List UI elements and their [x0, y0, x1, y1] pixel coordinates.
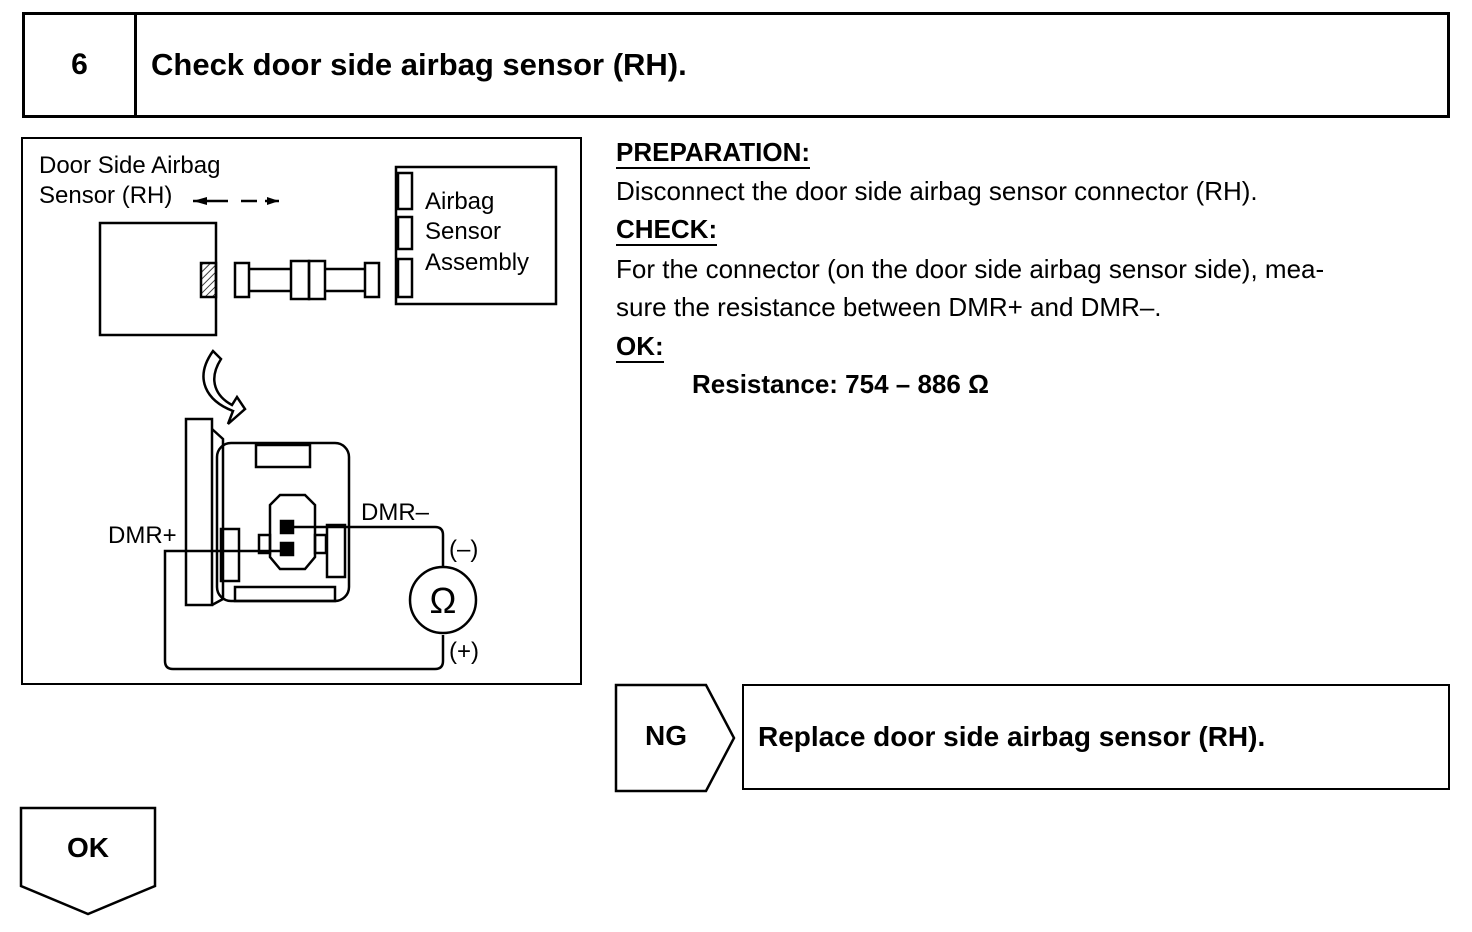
assembly-label-line2: Sensor: [425, 218, 501, 245]
ok-arrow-shape: [19, 806, 157, 916]
sensor-label-line1: Door Side Airbag: [39, 152, 220, 179]
resistance-spec: Resistance: 754 – 886 Ω: [692, 369, 989, 399]
preparation-heading: PREPARATION:: [616, 137, 811, 169]
preparation-text: Disconnect the door side airbag sensor c…: [616, 176, 1258, 206]
check-heading: CHECK:: [616, 214, 718, 246]
ohmmeter-circle: [408, 565, 478, 635]
sensor-connector-hatch: [199, 261, 218, 299]
plus-terminal-label: (+): [449, 638, 479, 665]
ng-label: NG: [645, 720, 687, 751]
wire-minus: [289, 525, 445, 567]
dmr-plus-label: DMR+: [108, 522, 177, 549]
diagram-drawing: Door Side Airbag Sensor (RH) Airbag Sens…: [39, 152, 558, 671]
connector-flange: [184, 417, 214, 607]
step-header: 6 Check door side airbag sensor (RH).: [22, 12, 1450, 118]
ok-label: OK: [67, 832, 109, 863]
ng-arrow-shape: [614, 683, 736, 793]
check-text-line2: sure the resistance between DMR+ and DMR…: [616, 292, 1162, 322]
assembly-label-line3: Assembly: [425, 249, 529, 276]
ng-action-box: Replace door side airbag sensor (RH).: [742, 684, 1450, 790]
assembly-label-line1: Airbag: [425, 188, 494, 215]
wire-plus: [163, 549, 445, 671]
terminal-housing: [268, 493, 317, 571]
connector-diagram: Door Side Airbag Sensor (RH) Airbag Sens…: [21, 137, 582, 685]
ok-heading: OK:: [616, 331, 664, 363]
airbag-sensor-assembly-box: [394, 165, 558, 306]
sensor-label-line2: Sensor (RH): [39, 182, 172, 209]
step-title: Check door side airbag sensor (RH).: [151, 47, 687, 82]
dmr-minus-label: DMR–: [361, 499, 430, 526]
ohm-icon: Ω: [430, 580, 457, 621]
step-number: 6: [25, 15, 137, 115]
curved-arrow: [202, 349, 247, 425]
check-text-line1: For the connector (on the door side airb…: [616, 254, 1325, 284]
minus-terminal-label: (–): [449, 536, 478, 563]
door-side-sensor-box: [98, 221, 218, 337]
harness-plug-right: [363, 261, 381, 299]
harness-plug-left: [233, 261, 251, 299]
